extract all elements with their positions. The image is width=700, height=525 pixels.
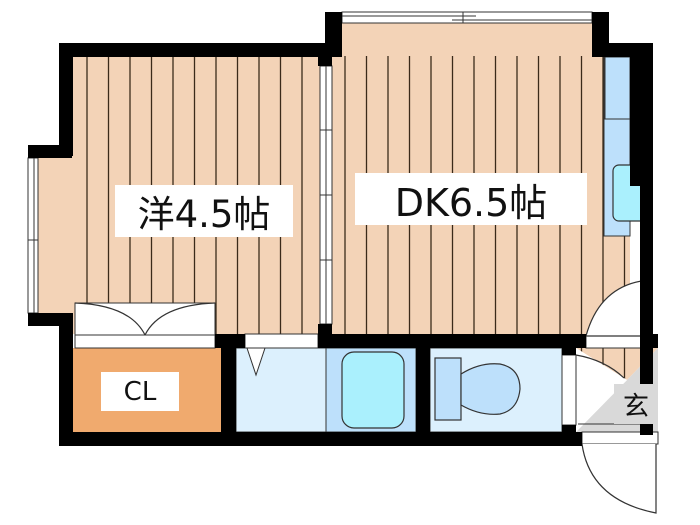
toilet-icon <box>434 357 521 421</box>
closet-double-door <box>74 302 216 349</box>
door-marker <box>246 347 266 377</box>
bathtub <box>341 351 405 429</box>
sliding-door-partition <box>319 65 333 325</box>
bay-window-left <box>27 157 72 314</box>
walls <box>28 12 658 446</box>
front-door <box>581 431 659 514</box>
closet-label: CL <box>101 372 179 411</box>
wash-area <box>235 347 327 433</box>
entrance-label: 玄 <box>614 384 658 424</box>
balcony <box>341 11 593 56</box>
western-room-label: 洋4.5帖 <box>115 185 293 237</box>
interior-door <box>585 279 649 349</box>
dk-room-label: DK6.5帖 <box>355 173 587 225</box>
